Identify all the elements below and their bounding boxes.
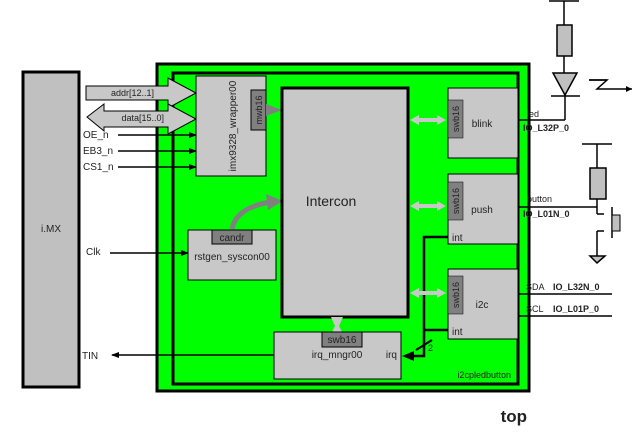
rstgen-port-candr[interactable]: candr xyxy=(211,229,253,245)
signal-oe[interactable]: OE_n xyxy=(83,130,197,141)
scl-pin-label: IO_L01P_0 xyxy=(553,304,599,314)
i2c-port-swb16[interactable]: swb16 xyxy=(447,275,464,315)
push-port-swb16[interactable]: swb16 xyxy=(447,181,464,221)
i2c-int-label: int xyxy=(452,327,463,338)
clk-label: Clk xyxy=(86,247,101,258)
blink-swb16-label: swb16 xyxy=(451,106,461,132)
i2c-label: i2c xyxy=(476,300,489,311)
wrapper-label: imx9328_wrapper00 xyxy=(228,80,239,171)
signal-cs1[interactable]: CS1_n xyxy=(83,162,197,173)
irq-bus-width: 2 xyxy=(428,343,433,353)
cs1-label: CS1_n xyxy=(83,162,114,173)
bus-arrow-i2c xyxy=(410,288,446,298)
irq-bus-link xyxy=(331,317,343,334)
irq-wires: 2 xyxy=(402,235,448,361)
imx-label: i.MX xyxy=(41,224,61,235)
io-scl[interactable]: SCL IO_L01P_0 xyxy=(518,304,612,317)
led-pin-label: IO_L32P_0 xyxy=(523,123,569,133)
sda-signal-label: SDA xyxy=(526,282,545,292)
container-label: i2cpledbutton xyxy=(457,370,511,380)
master-bus-arrow xyxy=(266,104,282,116)
rstgen-block[interactable]: rstgen_syscon00 candr xyxy=(187,229,277,281)
mwb16-label: mwb16 xyxy=(254,95,264,124)
signal-clk[interactable]: Clk xyxy=(86,247,189,258)
addr-bus-arrow[interactable]: addr[12..1] xyxy=(85,77,198,109)
blink-block[interactable]: blink swb16 xyxy=(447,87,519,159)
intercon-label: Intercon xyxy=(306,193,357,209)
imx-block[interactable]: i.MX xyxy=(21,70,81,389)
io-button[interactable]: button IO_L01N_0 xyxy=(518,194,597,219)
irq-port-swb16[interactable]: swb16 xyxy=(321,331,363,348)
scl-signal-label: SCL xyxy=(526,304,544,314)
intercon-block[interactable]: Intercon xyxy=(280,86,410,319)
button-signal-label: button xyxy=(527,194,552,204)
irq-mngr-label: irq_mngr00 xyxy=(312,350,363,361)
wrapper-port-mwb16[interactable]: mwb16 xyxy=(250,89,267,131)
rstgen-label: rstgen_syscon00 xyxy=(194,252,270,263)
diagram-title: top xyxy=(501,407,527,426)
push-label: push xyxy=(471,205,493,216)
led-signal-label: led xyxy=(527,109,539,119)
button-pin-label: IO_L01N_0 xyxy=(523,209,570,219)
button-circuit xyxy=(582,143,621,265)
led-circuit xyxy=(549,0,632,97)
data-label: data[15..0] xyxy=(121,113,164,123)
i2c-swb16-label: swb16 xyxy=(451,282,461,308)
bus-arrow-push xyxy=(410,201,446,211)
i2c-block[interactable]: i2c int swb16 xyxy=(447,268,519,340)
signal-tin[interactable]: TIN xyxy=(82,351,275,362)
io-sda[interactable]: SDA IO_L32N_0 xyxy=(518,282,612,295)
syscon-arrow xyxy=(229,194,283,230)
irq-swb16-label: swb16 xyxy=(328,335,357,346)
push-int-label: int xyxy=(452,233,463,244)
eb3-label: EB3_n xyxy=(83,146,113,157)
push-swb16-label: swb16 xyxy=(451,188,461,214)
blink-label: blink xyxy=(472,119,494,130)
blink-port-swb16[interactable]: swb16 xyxy=(447,99,464,139)
sda-pin-label: IO_L32N_0 xyxy=(553,282,600,292)
wrapper-block[interactable]: imx9328_wrapper00 mwb16 xyxy=(195,75,267,177)
tin-label: TIN xyxy=(82,351,98,362)
light-emission-icon xyxy=(589,79,632,90)
ground-icon xyxy=(588,255,607,265)
push-block[interactable]: push int swb16 xyxy=(447,173,519,245)
signal-eb3[interactable]: EB3_n xyxy=(83,146,197,157)
oe-label: OE_n xyxy=(83,130,109,141)
addr-label: addr[12..1] xyxy=(111,88,154,98)
bus-arrow-blink xyxy=(410,115,446,125)
io-led[interactable]: led IO_L32P_0 xyxy=(518,95,569,133)
candr-label: candr xyxy=(219,233,245,244)
led-diode-icon xyxy=(551,72,579,97)
irq-input-label: irq xyxy=(386,350,397,361)
resistor-button xyxy=(589,167,607,200)
resistor-led xyxy=(556,24,573,57)
irq-mngr-block[interactable]: irq_mngr00 irq swb16 xyxy=(273,331,402,380)
